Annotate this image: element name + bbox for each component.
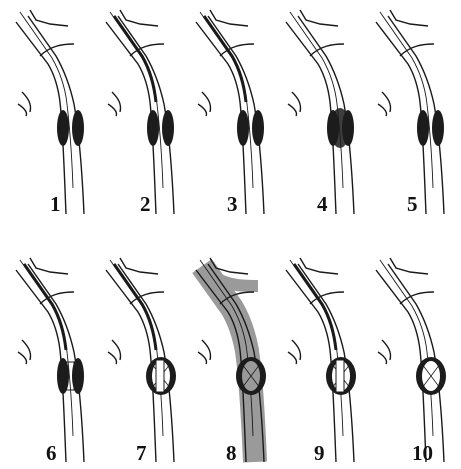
step-9-panel: 9 [276, 236, 368, 469]
vessel-group [376, 10, 444, 214]
branch-wall-lower [400, 44, 434, 56]
plaque-left [147, 110, 159, 146]
step-4-number: 4 [317, 194, 328, 215]
step-10-number: 10 [412, 443, 433, 464]
vessel-group [286, 10, 354, 214]
vessel-group [196, 258, 266, 462]
side-branch-wall-inner [108, 352, 117, 364]
step-4-panel: 4 [276, 8, 368, 241]
branch-wall-lower [400, 292, 434, 304]
step-6-panel: 6 [6, 236, 98, 469]
branch-wall-lower [40, 44, 74, 56]
side-branch-wall-inner [108, 104, 117, 116]
step-3-panel: 3 [186, 8, 278, 241]
side-branch-wall-inner [288, 352, 297, 364]
plaque-right [72, 110, 84, 146]
step-10-vessel-drawing [366, 236, 458, 469]
branch-wall-lower [310, 44, 344, 56]
step-9-number: 9 [314, 443, 325, 464]
post-dilatation-balloon [156, 360, 164, 392]
post-dilatation-balloon [336, 360, 344, 392]
plaque-left [57, 358, 69, 394]
step-2-number: 2 [140, 194, 151, 215]
step-7-vessel-drawing [96, 236, 188, 469]
inflated-balloon [330, 108, 350, 148]
branch-wall-upper [300, 258, 338, 274]
branch-wall-upper [210, 10, 248, 26]
step-8-vessel-drawing [186, 236, 278, 469]
step-5-number: 5 [407, 194, 418, 215]
plaque-right [162, 110, 174, 146]
branch-wall-upper [300, 10, 338, 26]
plaque-left [57, 110, 69, 146]
vessel-group [286, 258, 356, 462]
step-7-number: 7 [136, 443, 147, 464]
vessel-group [106, 258, 176, 462]
plaque-right [252, 110, 264, 146]
step-8-panel: 8 [186, 236, 278, 469]
step-7-panel: 7 [96, 236, 188, 469]
side-branch-wall-inner [378, 352, 387, 364]
vessel-group [16, 10, 84, 214]
plaque-left [237, 110, 249, 146]
side-branch-wall-inner [18, 352, 27, 364]
vessel-group [376, 258, 446, 462]
step-2-panel: 2 [96, 8, 188, 241]
step-6-number: 6 [46, 443, 57, 464]
step-1-number: 1 [50, 194, 61, 215]
step-10-panel: 10 [366, 236, 458, 469]
step-6-vessel-drawing [6, 236, 98, 469]
step-8-number: 8 [226, 443, 237, 464]
branch-wall-upper [120, 10, 158, 26]
branch-wall-upper [30, 10, 68, 26]
step-1-panel: 1 [6, 8, 98, 241]
step-9-vessel-drawing [276, 236, 368, 469]
branch-wall-upper [30, 258, 68, 274]
branch-wall-upper [120, 258, 158, 274]
branch-wall-upper [390, 258, 428, 274]
vessel-group [196, 10, 264, 214]
vessel-group [16, 258, 84, 462]
side-branch-wall-inner [288, 104, 297, 116]
side-branch-wall-inner [198, 104, 207, 116]
side-branch-wall-inner [378, 104, 387, 116]
vessel-group [106, 10, 174, 214]
branch-wall-upper [390, 10, 428, 26]
plaque-right [432, 110, 444, 146]
side-branch-wall-inner [198, 352, 207, 364]
side-branch-wall-inner [18, 104, 27, 116]
step-3-number: 3 [227, 194, 238, 215]
plaque-left [417, 110, 429, 146]
step-5-panel: 5 [366, 8, 458, 241]
